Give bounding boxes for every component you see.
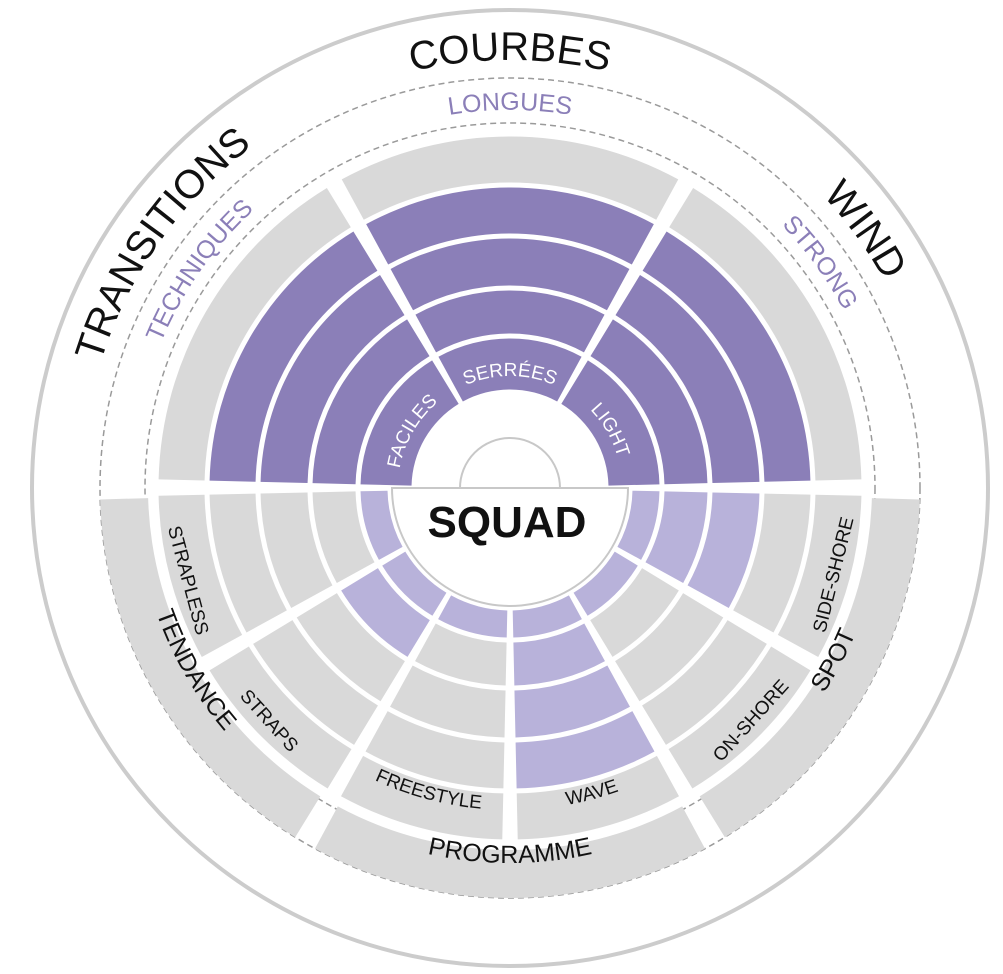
wind-level-3-segment	[615, 275, 760, 484]
courbes-level-5-segment	[341, 136, 679, 220]
transitions-level-2-segment	[312, 319, 430, 485]
courbes-level-4-segment	[366, 187, 654, 265]
spot-category-band	[699, 498, 920, 838]
strapless-level-1-segment	[360, 490, 403, 560]
on-shore-level-4-segment	[642, 620, 767, 745]
transitions-level-4-segment	[209, 231, 378, 482]
programme-title: PROGRAMME	[426, 832, 594, 869]
courbes-level-2-segment	[415, 290, 605, 353]
programme-category-band	[314, 806, 706, 898]
straps-level-2-segment	[341, 568, 430, 657]
wave-level-3-segment	[514, 665, 630, 738]
freestyle-level-1-segment	[438, 595, 508, 638]
courbes-subtitle-path-text: LONGUES	[446, 88, 574, 121]
wave-level-2-segment	[513, 623, 605, 686]
transitions-level-3-segment	[260, 275, 405, 484]
straps-level-1-segment	[382, 551, 447, 616]
on-shore-level-5-segment	[668, 646, 811, 789]
center-title: SQUAD	[428, 498, 587, 547]
wind-level-5-segment	[669, 187, 862, 481]
strapless-level-2-segment	[312, 491, 375, 583]
courbes-level-1-segment	[438, 338, 582, 402]
wave-level-4-segment	[515, 711, 655, 789]
rating-segments	[158, 136, 862, 840]
strapless-level-4-segment	[209, 493, 287, 633]
courbes-title-path-text: COURBES	[405, 25, 615, 80]
side-shore-level-5-segment	[777, 494, 862, 658]
side-shore-level-2-segment	[645, 491, 708, 583]
courbes-title: COURBES	[405, 25, 615, 80]
wind-level-1-segment	[561, 360, 660, 486]
strapless-level-5-segment	[158, 494, 243, 658]
courbes-subtitle: LONGUES	[446, 88, 574, 121]
tendance-category-band	[100, 498, 321, 838]
wind-level-2-segment	[590, 319, 708, 485]
side-shore-level-3-segment	[687, 492, 760, 608]
on-shore-level-2-segment	[590, 568, 679, 657]
freestyle-level-5-segment	[340, 755, 504, 840]
strapless-level-3-segment	[260, 492, 333, 608]
outer-boundary-ring	[30, 8, 990, 968]
transitions-level-5-segment	[158, 187, 351, 481]
transitions-level-1-segment	[360, 360, 459, 486]
center-hub: SQUAD	[390, 437, 630, 607]
freestyle-level-4-segment	[365, 711, 505, 789]
courbes-level-3-segment	[390, 238, 630, 311]
freestyle-level-2-segment	[415, 623, 507, 686]
wave-level-5-segment	[516, 755, 680, 840]
category-ring	[100, 498, 920, 898]
on-shore-level-3-segment	[615, 593, 724, 702]
center-hub-disc	[390, 487, 630, 607]
side-shore-level-1-segment	[617, 490, 660, 560]
wave-level-1-segment	[512, 595, 582, 638]
straps-level-3-segment	[296, 593, 405, 702]
straps-level-5-segment	[209, 646, 352, 789]
center-hub-cap	[458, 437, 562, 489]
side-shore-level-4-segment	[733, 493, 811, 633]
programme-title-path-text: PROGRAMME	[426, 832, 594, 869]
freestyle-level-3-segment	[390, 665, 506, 738]
straps-level-4-segment	[253, 620, 378, 745]
wind-level-4-segment	[642, 231, 811, 482]
on-shore-level-1-segment	[573, 551, 638, 616]
